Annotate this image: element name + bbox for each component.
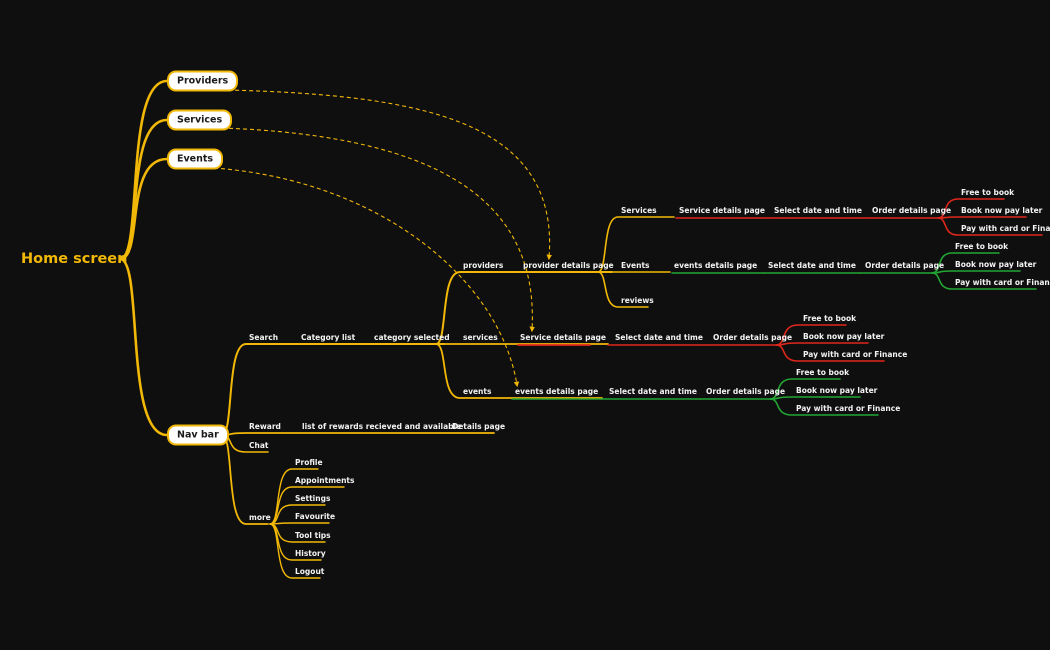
node-provider-service-free[interactable]: Free to book — [961, 188, 1015, 197]
node-events-branch[interactable]: events — [463, 387, 492, 396]
link-pe-later — [931, 270, 1021, 274]
node-services-order-details[interactable]: Order details page — [713, 333, 793, 342]
link-root-services — [118, 118, 169, 261]
link-e-later — [769, 396, 861, 400]
node-nav-bar[interactable]: Nav bar — [167, 424, 229, 446]
node-provider-service-order-details[interactable]: Order details page — [872, 206, 952, 215]
node-provider-service-pay-card[interactable]: Pay with card or Finance — [961, 224, 1050, 233]
node-reward[interactable]: Reward — [249, 422, 281, 431]
link-s-later — [775, 342, 869, 346]
node-reviews[interactable]: reviews — [621, 296, 654, 305]
node-provider-events-details-page[interactable]: events details page — [674, 261, 758, 270]
node-providers-branch[interactable]: providers — [463, 261, 504, 270]
node-more-history[interactable]: History — [295, 549, 326, 558]
node-events[interactable]: Events — [167, 148, 224, 170]
link-s-card — [775, 344, 885, 362]
link-nav-reward — [221, 432, 495, 436]
node-more-favourite[interactable]: Favourite — [295, 512, 336, 521]
node-category-selected[interactable]: category selected — [374, 333, 450, 342]
link-cat-events — [435, 343, 603, 399]
node-services-pay-card[interactable]: Pay with card or Finance — [803, 350, 908, 359]
link-root-navbar — [118, 257, 169, 437]
node-provider-details-page[interactable]: provider details page — [523, 261, 614, 270]
node-services-branch[interactable]: services — [463, 333, 498, 342]
node-events-select-date[interactable]: Select date and time — [609, 387, 697, 396]
node-services-pay-later[interactable]: Book now pay later — [803, 332, 885, 341]
node-rewards-list[interactable]: list of rewards recieved and available — [302, 422, 462, 431]
node-events-pay-card[interactable]: Pay with card or Finance — [796, 404, 901, 413]
node-provider-events-pay-later[interactable]: Book now pay later — [955, 260, 1037, 269]
link-root-events — [118, 157, 169, 261]
link-more-item-6 — [269, 523, 321, 579]
node-provider-events-order-details[interactable]: Order details page — [865, 261, 945, 270]
node-provider-events-pay-card[interactable]: Pay with card or Finance — [955, 278, 1050, 287]
node-providers[interactable]: Providers — [167, 70, 239, 92]
node-search[interactable]: Search — [249, 333, 279, 342]
node-provider-events-select-date[interactable]: Select date and time — [768, 261, 856, 270]
node-category-list[interactable]: Category list — [301, 333, 356, 342]
link-pd-reviews — [597, 271, 649, 308]
dashed-link-services — [221, 127, 535, 333]
link-ps-later — [937, 216, 1027, 219]
node-provider-events-free[interactable]: Free to book — [955, 242, 1009, 251]
node-provider-service-pay-later[interactable]: Book now pay later — [961, 206, 1043, 215]
node-more-logout[interactable]: Logout — [295, 567, 325, 576]
node-events-details-page[interactable]: events details page — [515, 387, 599, 396]
node-events-order-details[interactable]: Order details page — [706, 387, 786, 396]
node-provider-events[interactable]: Events — [621, 261, 650, 270]
link-more-item-3 — [269, 522, 330, 525]
node-rewards-details-page[interactable]: Details page — [452, 422, 506, 431]
node-more-settings[interactable]: Settings — [295, 494, 331, 503]
link-root-providers — [118, 79, 169, 261]
link-ps-card — [937, 217, 1043, 236]
node-provider-services[interactable]: Services — [621, 206, 657, 215]
link-pe-card — [931, 272, 1037, 290]
node-provider-service-select-date[interactable]: Select date and time — [774, 206, 862, 215]
node-services[interactable]: Services — [167, 109, 233, 131]
root-node-home-screen[interactable]: Home screen — [21, 251, 128, 267]
node-service-details-page[interactable]: Service details page — [520, 333, 606, 342]
node-more[interactable]: more — [249, 513, 271, 522]
dashed-link-providers — [227, 89, 553, 261]
node-more-appointments[interactable]: Appointments — [295, 476, 355, 485]
link-e-card — [769, 398, 879, 416]
node-services-free[interactable]: Free to book — [803, 314, 857, 323]
node-more-tool-tips[interactable]: Tool tips — [295, 531, 331, 540]
link-cat-providers — [435, 271, 613, 345]
dashed-link-events — [213, 167, 520, 388]
node-provider-service-details-page[interactable]: Service details page — [679, 206, 765, 215]
node-services-select-date[interactable]: Select date and time — [615, 333, 703, 342]
node-events-pay-later[interactable]: Book now pay later — [796, 386, 878, 395]
node-more-profile[interactable]: Profile — [295, 458, 323, 467]
node-events-free[interactable]: Free to book — [796, 368, 850, 377]
node-chat[interactable]: Chat — [249, 441, 269, 450]
link-pd-services — [597, 216, 675, 273]
